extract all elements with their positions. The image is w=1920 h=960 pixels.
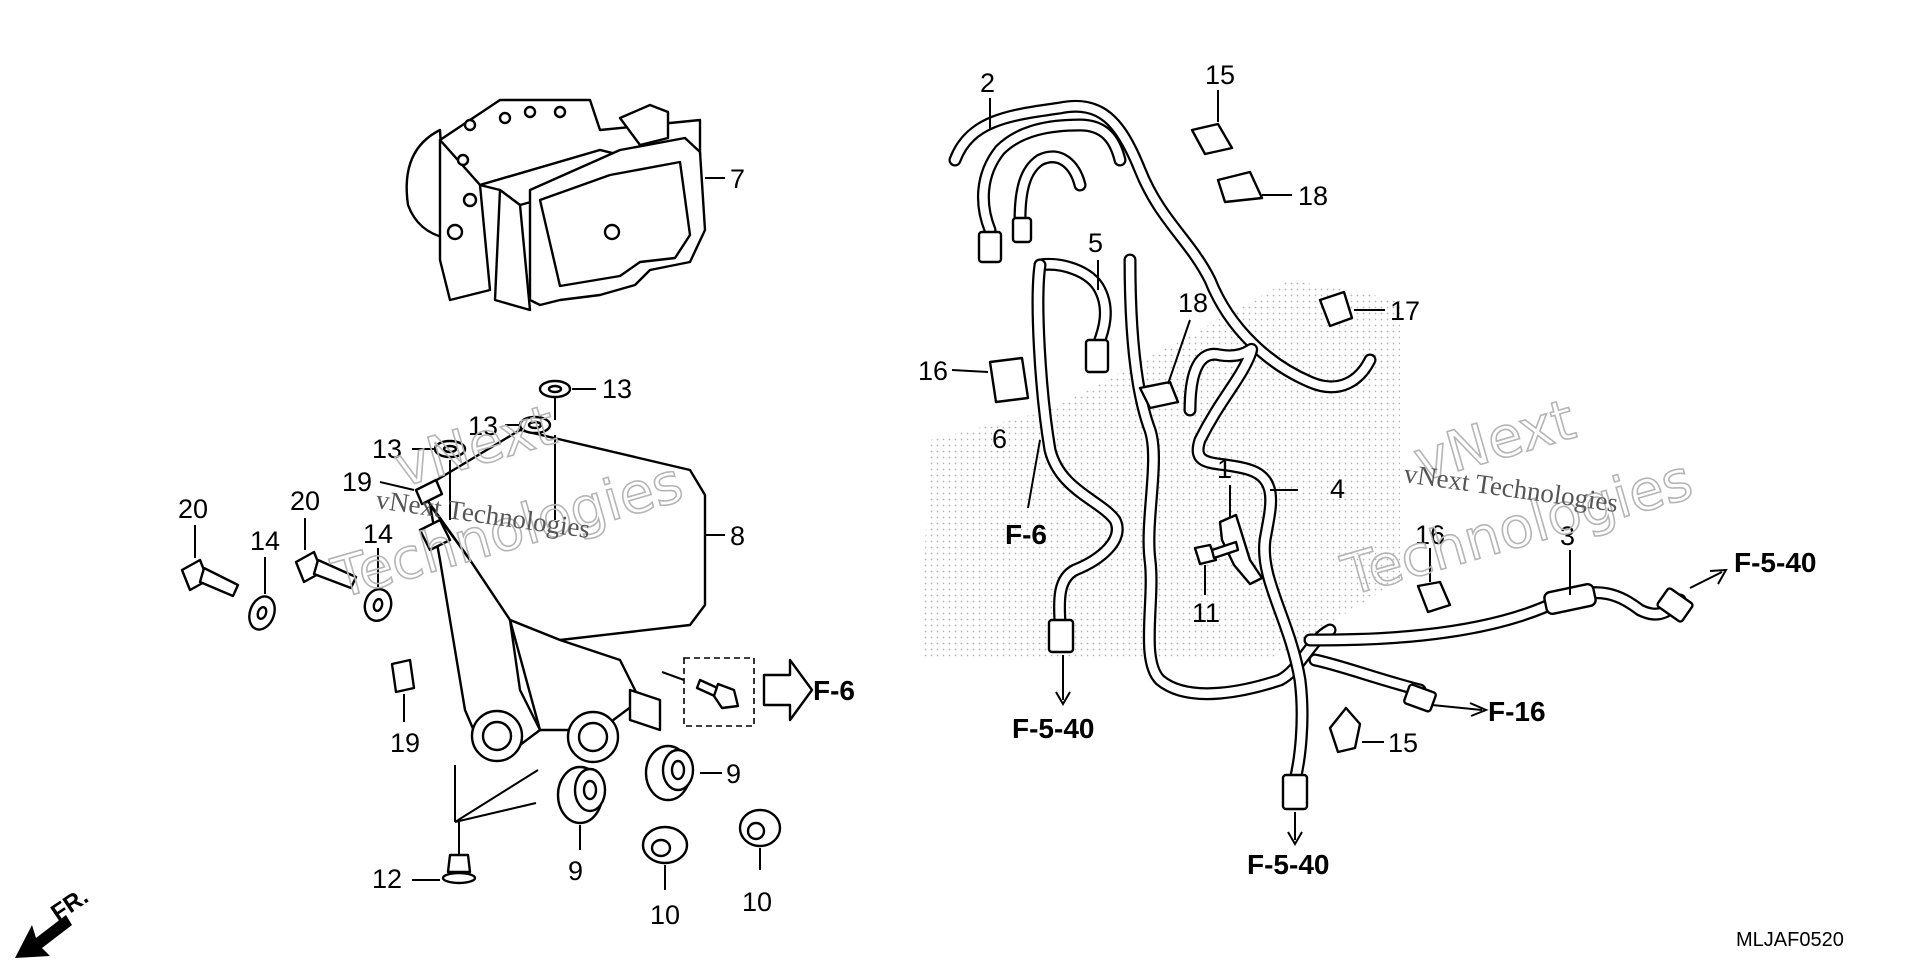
mount-rubber-part-9b[interactable] xyxy=(644,744,695,802)
ref-f5-40-left[interactable]: F-5-40 xyxy=(1012,713,1094,744)
diagram-code: MLJAF0520 xyxy=(1736,929,1844,951)
callout-10a: 10 xyxy=(650,900,680,930)
pipe-holder-part-18b[interactable] xyxy=(1138,380,1180,410)
callout-13c: 13 xyxy=(372,434,402,464)
pipe-bracket-part-1[interactable] xyxy=(1218,513,1264,586)
callout-17: 17 xyxy=(1390,296,1420,326)
callout-12: 12 xyxy=(372,864,402,894)
bolt-callout-f6[interactable] xyxy=(661,657,755,727)
callout-11: 11 xyxy=(1192,598,1220,628)
brake-pipe-part-3[interactable] xyxy=(1303,582,1694,713)
leader-16a xyxy=(951,369,989,373)
callout-20b: 20 xyxy=(290,486,320,516)
arrow-f5-40-bottom xyxy=(1287,812,1303,846)
callout-6: 6 xyxy=(992,424,1007,454)
bolt-part-20a[interactable] xyxy=(180,558,240,598)
clamp-part-17[interactable] xyxy=(1318,290,1354,328)
callout-13a: 13 xyxy=(602,374,632,404)
arrow-to-f6 xyxy=(762,658,814,722)
callout-7: 7 xyxy=(730,164,745,194)
pipe-clip-part-15b[interactable] xyxy=(1328,706,1362,754)
ref-f5-40-right[interactable]: F-5-40 xyxy=(1734,547,1816,578)
bolt-part-11[interactable] xyxy=(1193,540,1240,566)
collar-part-10a[interactable] xyxy=(641,825,689,865)
brake-pipe-part-6[interactable] xyxy=(1031,258,1124,654)
washer-part-14b[interactable] xyxy=(361,586,394,624)
callout-1: 1 xyxy=(1217,454,1232,484)
brake-pipe-part-2[interactable] xyxy=(948,99,1377,394)
callout-9b: 9 xyxy=(726,759,741,789)
bolt-part-12[interactable] xyxy=(441,853,477,885)
callout-15b: 15 xyxy=(1388,728,1418,758)
callout-18b: 18 xyxy=(1178,288,1208,318)
pipe-holder-part-18a[interactable] xyxy=(1216,170,1264,204)
grommet-part-13a[interactable] xyxy=(538,379,572,399)
callout-5: 5 xyxy=(1088,228,1103,258)
mount-rubber-part-9a[interactable] xyxy=(556,765,607,825)
holder-part-16a[interactable] xyxy=(988,356,1030,404)
leader-19a xyxy=(379,481,415,491)
grommet-part-13c[interactable] xyxy=(433,439,467,459)
callout-14a: 14 xyxy=(250,526,280,556)
ref-f6-main[interactable]: F-6 xyxy=(813,675,855,706)
callout-16a: 16 xyxy=(918,356,948,386)
holder-part-16b[interactable] xyxy=(1416,580,1452,614)
ref-f6-pipe[interactable]: F-6 xyxy=(1005,519,1047,550)
callout-15a: 15 xyxy=(1205,60,1235,90)
callout-14b: 14 xyxy=(363,519,393,549)
callout-19b: 19 xyxy=(390,728,420,758)
grommet-part-13b[interactable] xyxy=(518,415,552,435)
ref-f16[interactable]: F-16 xyxy=(1488,696,1546,727)
callout-9a: 9 xyxy=(568,856,583,886)
callout-18a: 18 xyxy=(1298,181,1328,211)
leader-6 xyxy=(1027,439,1041,509)
callout-4: 4 xyxy=(1330,474,1345,504)
callout-2: 2 xyxy=(980,68,995,98)
front-direction-arrow xyxy=(15,915,72,958)
clip-part-19b[interactable] xyxy=(390,658,416,694)
bracket-part-8[interactable] xyxy=(418,428,707,764)
callout-16b: 16 xyxy=(1415,520,1445,550)
collar-part-10b[interactable] xyxy=(738,808,782,848)
abs-modulator-part-7[interactable] xyxy=(405,98,707,312)
leader-18b xyxy=(1167,319,1191,385)
washer-part-14a[interactable] xyxy=(245,593,279,633)
callout-10b: 10 xyxy=(742,887,772,917)
leader-12-fan xyxy=(454,765,539,823)
callout-13b: 13 xyxy=(468,411,498,441)
ref-f5-40-bottom[interactable]: F-5-40 xyxy=(1247,849,1329,880)
callout-8: 8 xyxy=(730,521,745,551)
callout-19a: 19 xyxy=(342,467,372,497)
callout-3: 3 xyxy=(1560,521,1575,551)
clip-part-19a[interactable] xyxy=(414,478,444,506)
bolt-part-20b[interactable] xyxy=(294,550,358,590)
callout-20a: 20 xyxy=(178,494,208,524)
stipple-area xyxy=(920,280,1400,660)
arrow-f5-40-left xyxy=(1055,655,1071,706)
brake-pipe-part-4[interactable] xyxy=(1123,253,1337,811)
arrow-f5-40-right xyxy=(1689,568,1728,589)
front-label: FR. xyxy=(46,883,93,927)
brake-pipe-part-5[interactable] xyxy=(1033,257,1112,374)
arrow-f16 xyxy=(1431,702,1489,717)
pipe-clip-part-15a[interactable] xyxy=(1190,122,1234,156)
